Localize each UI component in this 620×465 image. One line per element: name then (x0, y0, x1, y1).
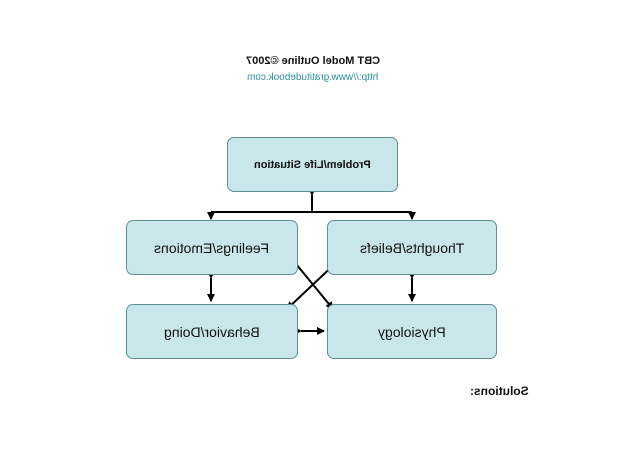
node-feelings-label: Feelings/Emotions (154, 239, 270, 256)
outline-title-text: CBT Model Outline ©2007 (245, 55, 380, 67)
node-behavior-label: Behavior/Doing (164, 323, 260, 340)
node-problem-life-situation: Problem/Life Situation (227, 137, 398, 192)
node-physiology-label: Physiology (378, 323, 446, 340)
node-behavior-doing: Behavior/Doing (126, 304, 298, 359)
website-link-text[interactable]: http://www.gratitudebook.com (247, 72, 379, 83)
node-thoughts-label: Thoughts/Beliefs (359, 239, 465, 256)
node-feelings-emotions: Feelings/Emotions (126, 220, 298, 275)
outline-title: CBT Model Outline ©2007 (228, 55, 398, 67)
node-thoughts-beliefs: Thoughts/Beliefs (327, 220, 497, 275)
website-link[interactable]: http://www.gratitudebook.com (228, 72, 398, 83)
node-physiology: Physiology (327, 304, 497, 359)
node-problem-label: Problem/Life Situation (254, 158, 371, 171)
solutions-label: Solutions: (470, 384, 529, 398)
solutions-label-text: Solutions: (470, 384, 529, 398)
